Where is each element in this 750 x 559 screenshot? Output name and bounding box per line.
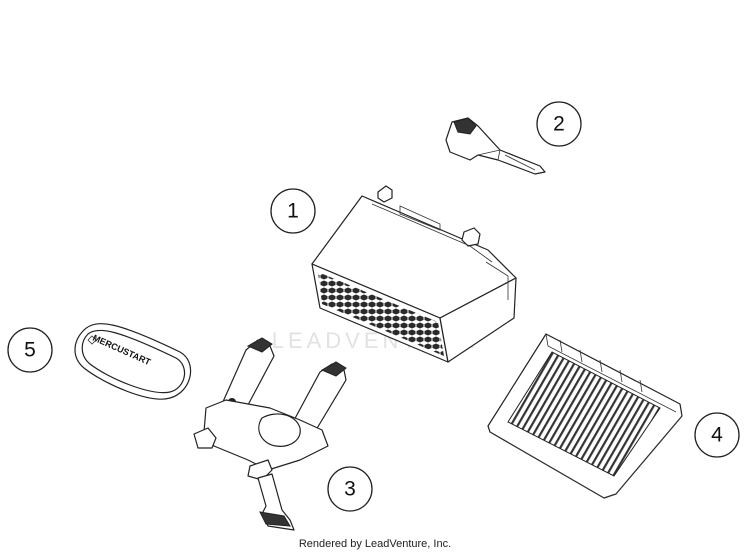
part-5-jump-starter: MERCUSTART [74,323,192,400]
part-2-clip [445,117,546,175]
callout-1-label: 1 [287,200,299,223]
battery-side [439,277,517,363]
callout-5-label: 5 [24,339,36,362]
callout-4-label: 4 [711,424,723,447]
callout-4: 4 [694,412,740,458]
callout-3-label: 3 [344,478,356,501]
part-3-clamp-assembly [193,337,347,531]
render-credit: Rendered by LeadVenture, Inc. [298,538,452,550]
part-4-tray [487,333,683,499]
callout-2-label: 2 [553,113,565,136]
callout-2: 2 [536,101,582,147]
callout-5: 5 [7,327,53,373]
part-1-battery [311,185,517,363]
battery-terminal-left [377,185,393,203]
callout-3: 3 [327,466,373,512]
tray-ribbed-floor [507,351,661,477]
battery-vent-pattern [318,272,444,356]
callout-1: 1 [270,188,316,234]
battery-terminal-right [461,227,481,247]
